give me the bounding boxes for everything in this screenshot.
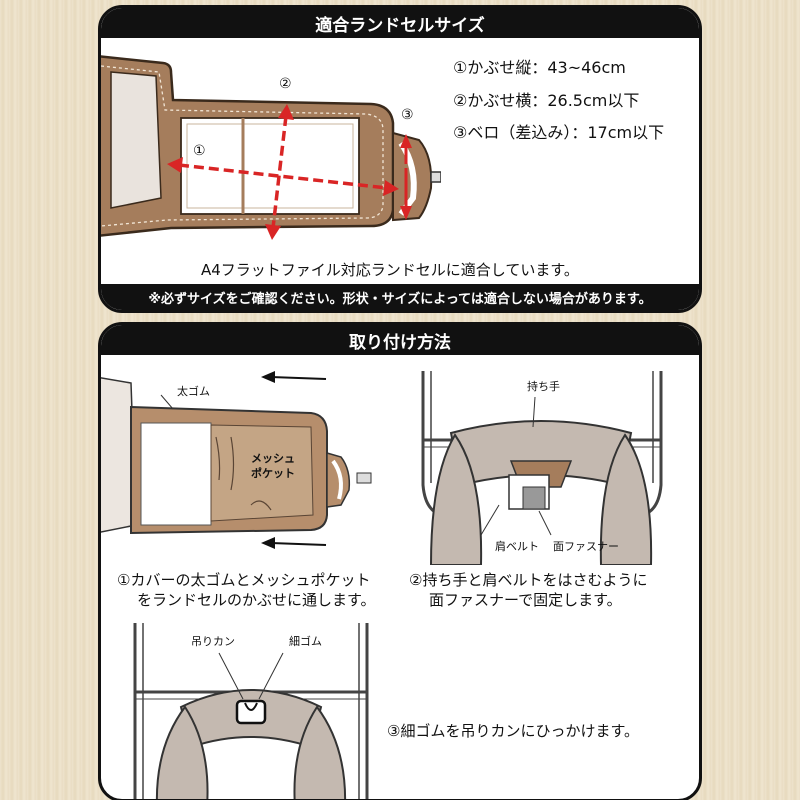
- step1-arrow-bottom: [261, 537, 327, 549]
- size-panel: 適合ランドセルサイズ: [98, 5, 702, 313]
- step2-caption-1: ②持ち手と肩ベルトをはさむように: [409, 571, 648, 589]
- clear-window: [180, 117, 360, 215]
- compat-text: A4フラットファイル対応ランドセルに適合しています。: [201, 261, 579, 279]
- spec-width: ②かぶせ横：26.5cm以下: [453, 91, 640, 110]
- marker-2: ②: [279, 76, 292, 92]
- step1-caption-1: ①カバーの太ゴムとメッシュポケット: [117, 571, 371, 589]
- label-shoulder-belt: 肩ベルト: [495, 540, 539, 553]
- step2-shoulder-right: [599, 433, 653, 565]
- attach-panel: 取り付け方法 太ゴム メッシュ ポケット ①カバーの太ゴムとメッシュポケット を…: [98, 322, 702, 800]
- step2-shoulder-left: [429, 433, 483, 565]
- cover-size-diagram: [101, 55, 441, 240]
- dimension-arrow-2: [265, 104, 294, 240]
- step3-caption: ③細ゴムを吊りカンにひっかけます。: [387, 722, 639, 740]
- step2-illustration: [421, 371, 663, 565]
- spec-tongue: ③ベロ（差込み）：17cm以下: [453, 123, 665, 142]
- spec-height: ①かぶせ縦：43~46cm: [453, 58, 626, 77]
- step1-arrow-top: [261, 371, 327, 383]
- step1-caption-2: をランドセルのかぶせに通します。: [137, 591, 376, 609]
- dimension-arrow-1: [167, 157, 399, 196]
- label-pocket: ポケット: [251, 467, 295, 480]
- size-section-title: 適合ランドセルサイズ: [101, 8, 699, 38]
- marker-1: ①: [193, 143, 206, 159]
- label-thick-elastic: 太ゴム: [177, 385, 210, 398]
- step3-hook: [235, 699, 267, 725]
- marker-3: ③: [401, 107, 414, 123]
- step1-window: [140, 422, 212, 526]
- label-hook: 吊りカン: [191, 635, 235, 648]
- label-thin-elastic: 細ゴム: [289, 635, 322, 648]
- size-note: ※必ずサイズをご確認ください。形状・サイズによっては適合しない場合があります。: [101, 284, 699, 310]
- attach-section-title: 取り付け方法: [101, 325, 699, 355]
- step3-illustration: [133, 623, 369, 799]
- step1-mesh-pocket: [210, 424, 314, 522]
- cover-left-flap: [110, 71, 162, 209]
- label-mesh: メッシュ: [251, 452, 295, 465]
- dimension-arrow-3: [400, 134, 412, 220]
- tongue-clasp: [430, 171, 441, 183]
- step2-caption-2: 面ファスナーで固定します。: [429, 591, 622, 609]
- label-handle: 持ち手: [527, 380, 560, 393]
- step1-illustration: [101, 371, 372, 549]
- label-fastener: 面ファスナー: [553, 540, 619, 553]
